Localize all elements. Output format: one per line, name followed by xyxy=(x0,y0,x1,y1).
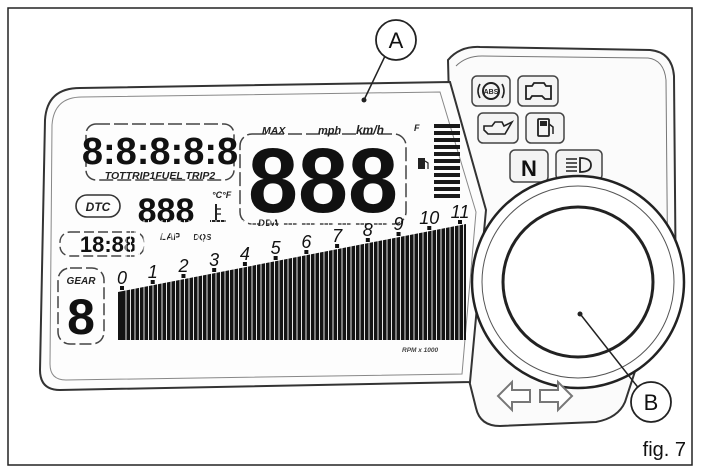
fuel-reserve-tile xyxy=(525,112,565,144)
rpm-scale-label: 3 xyxy=(209,250,219,270)
fuel-gauge: F xyxy=(414,123,460,198)
odometer-digits: 8:8:8:8:8 xyxy=(82,131,238,173)
dtc-badge xyxy=(75,194,121,218)
rpm-scale-tick xyxy=(396,232,401,236)
callout-a: A xyxy=(361,19,417,103)
gear-label: GEAR xyxy=(67,276,97,287)
abs-warning-tile xyxy=(471,75,511,107)
odometer-modes: TOTTRIP1FUEL TRIP2 xyxy=(105,170,216,182)
rpm-scale-label: 7 xyxy=(332,226,343,246)
clock-digits: 18:88 xyxy=(80,232,136,257)
callout-b: B xyxy=(580,314,672,423)
arrow-switches xyxy=(496,379,574,413)
rpm-scale-label: 8 xyxy=(363,220,373,240)
callout-b-label: B xyxy=(644,390,659,415)
rpm-scale-label: 5 xyxy=(271,238,282,258)
kmh-label: km/h xyxy=(356,123,384,137)
rpm-scale-tick xyxy=(120,286,124,290)
rpm-scale-tick xyxy=(458,220,462,224)
rpm-scale-tick xyxy=(273,256,278,260)
fuel-full-letter: F xyxy=(414,123,420,133)
oil-pressure-tile xyxy=(477,112,519,144)
speed-digits: 888 xyxy=(248,130,398,232)
speed-block: MAX mph km/h 888 DDA xyxy=(239,123,407,232)
engine-check-icon xyxy=(525,82,552,100)
abs-warning-icon: ABS xyxy=(477,82,505,100)
rpm-scale-tick xyxy=(242,262,247,266)
rpm-scale-label: 6 xyxy=(301,232,312,252)
dtc-label: DTC xyxy=(86,200,111,214)
rpm-scale-label: 4 xyxy=(240,244,250,264)
temp-units: °C°F xyxy=(212,190,232,200)
gear-block: GEAR 8 xyxy=(57,267,105,345)
engine-check-tile xyxy=(517,75,559,107)
rpm-scale-tick xyxy=(181,274,186,278)
rpm-scale-label: 1 xyxy=(148,262,158,282)
rpm-scale-tick xyxy=(427,226,432,230)
rpm-scale-label: 9 xyxy=(394,214,404,234)
neutral-tile xyxy=(509,149,549,183)
fuel-reserve-icon xyxy=(537,118,554,137)
clock-block: 18:88 xyxy=(59,231,145,257)
fuel-bars xyxy=(434,124,460,198)
lap-label: LAP xyxy=(160,232,180,243)
rpm-scale-tick xyxy=(365,238,370,242)
mph-label: mph xyxy=(318,125,342,137)
high-beam-icon xyxy=(566,157,592,173)
max-label: MAX xyxy=(262,125,286,137)
temp-digits: 888 xyxy=(138,192,195,230)
rpm-scale-tick xyxy=(212,268,217,272)
svg-text:ABS: ABS xyxy=(484,89,499,96)
figure-label: fig. 7 xyxy=(643,439,686,461)
neutral-icon: N xyxy=(521,156,537,181)
rpm-scale-tick xyxy=(335,244,340,248)
rpm-label: RPM x 1000 xyxy=(402,347,439,354)
dda-label: DDA xyxy=(258,218,279,229)
thermometer-icon xyxy=(210,204,226,222)
callout-a-label: A xyxy=(389,28,404,53)
rpm-scale-label: 0 xyxy=(117,268,127,288)
rpm-scale-label: 2 xyxy=(177,256,188,276)
left-arrow-icon xyxy=(496,379,531,413)
round-dial xyxy=(470,174,686,390)
rpm-scale-label: 10 xyxy=(419,208,439,228)
fuel-pump-icon xyxy=(418,158,429,169)
gear-digit: 8 xyxy=(67,289,95,345)
oil-pressure-icon xyxy=(483,120,515,135)
rpm-scale-tick xyxy=(304,250,309,254)
rpm-scale-label: 11 xyxy=(451,202,470,222)
rpm-scale-tick xyxy=(150,280,155,284)
indicator-tiles: ABS N xyxy=(471,75,603,183)
right-arrow-icon xyxy=(539,379,574,413)
odometer-block: 8:8:8:8:8 TOTTRIP1FUEL TRIP2 xyxy=(82,123,238,182)
